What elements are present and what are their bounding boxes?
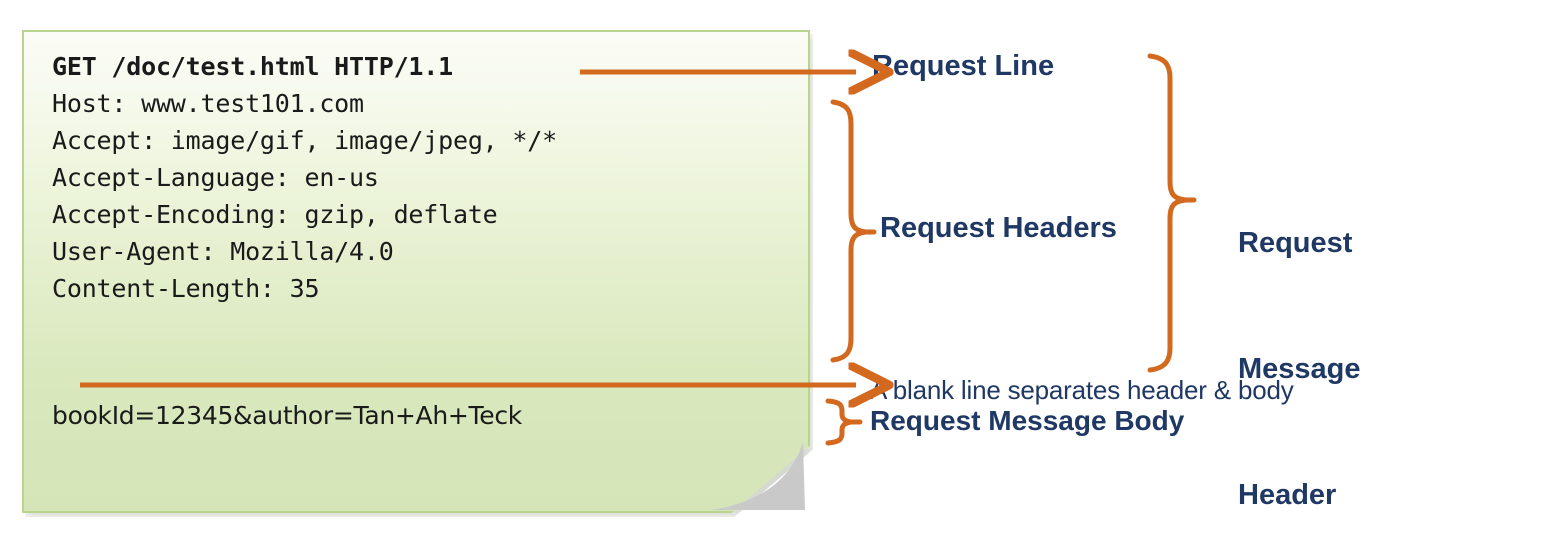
label-request-headers: Request Headers [880, 212, 1117, 244]
label-request-message-header-line3: Header [1238, 479, 1337, 511]
header-line-accept-encoding: Accept-Encoding: gzip, deflate [52, 200, 498, 229]
label-blank-line-note: A blank line separates header & body [870, 375, 1294, 405]
http-request-note-card [22, 30, 810, 513]
brace-request-headers [830, 99, 877, 363]
blank-separator-line [52, 307, 792, 333]
label-request-message-body: Request Message Body [870, 405, 1185, 436]
request-line-text: GET /doc/test.html HTTP/1.1 [52, 52, 453, 81]
header-line-accept-language: Accept-Language: en-us [52, 163, 379, 192]
bracket-request-message-body [825, 398, 863, 446]
message-body-text: bookId=12345&author=Tan+Ah+Teck [52, 401, 522, 430]
label-request-message-header: Request Message Header [1238, 138, 1361, 538]
header-line-host: Host: www.test101.com [52, 89, 364, 118]
http-message-text: GET /doc/test.html HTTP/1.1 Host: www.te… [52, 48, 792, 333]
header-line-content-length: Content-Length: 35 [52, 274, 320, 303]
label-request-line: Request Line [872, 50, 1055, 82]
header-line-user-agent: User-Agent: Mozilla/4.0 [52, 237, 394, 266]
label-request-message-header-line1: Request [1238, 227, 1353, 259]
brace-request-message-header [1147, 53, 1197, 373]
header-line-accept: Accept: image/gif, image/jpeg, */* [52, 126, 557, 155]
label-request-message-header-line2: Message [1238, 353, 1361, 385]
